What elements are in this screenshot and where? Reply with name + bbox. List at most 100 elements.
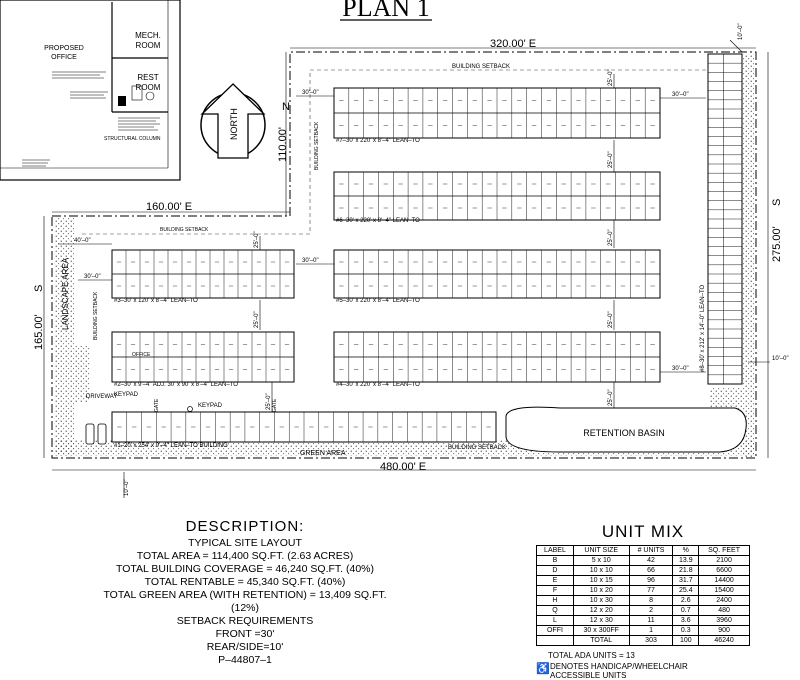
table-total-row: TOTAL 303 100 46240: [536, 635, 750, 646]
building-1-caption: #1–20' x 254' x 9'–4" LEAN–TO BUILDING: [114, 443, 228, 449]
proposed-office-label: OFFICE: [51, 54, 77, 61]
description-line: TOTAL AREA = 114,400 SQ.FT. (2.63 ACRES): [136, 550, 354, 562]
table-cell: 10 x 10: [572, 565, 630, 576]
table-cell: 6600: [698, 565, 750, 576]
site-plan-drawing: PLAN 1 PROPOSED OFFICE MECH. ROOM REST R…: [0, 0, 789, 498]
column-header: %: [672, 545, 700, 556]
building-setback-label: BUILDING SETBACK: [160, 227, 209, 233]
description-line: REAR/SIDE=10': [206, 641, 284, 653]
table-cell: 42: [628, 555, 674, 566]
proposed-office-label: PROPOSED: [44, 45, 84, 52]
unit-mix-block: UNIT MIX LABEL UNIT SIZE # UNITS % SQ. F…: [536, 522, 750, 680]
table-cell: 900: [698, 625, 750, 636]
table-cell: 3.6: [672, 615, 700, 626]
dimension-twentyfive: 25'–0": [254, 231, 260, 248]
building-setback-label: BUILDING SETBACK: [93, 291, 99, 340]
dimension-ten-bottom: 10'–0": [124, 479, 130, 496]
description-line: P–44807–1: [218, 654, 272, 666]
description-line: TOTAL RENTABLE = 45,340 SQ.FT. (40%): [144, 576, 346, 588]
table-cell: 77: [628, 585, 674, 596]
building-setback-label: BUILDING SETBACK: [314, 121, 320, 170]
table-cell: 14400: [698, 575, 750, 586]
rest-room-label: REST: [137, 73, 158, 82]
dimension-twentyfive: 25'–0": [608, 229, 614, 246]
north-label: NORTH: [229, 108, 239, 140]
table-cell: B: [536, 555, 574, 566]
north-arrow: NORTH: [200, 83, 266, 159]
table-cell: OFFI: [536, 625, 574, 636]
dimension-n-side: 110.00': [277, 127, 289, 162]
table-header-row: LABEL UNIT SIZE # UNITS % SQ. FEET: [536, 545, 750, 556]
table-cell: 12 x 30: [572, 615, 630, 626]
building-setback-label: BUILDING SETBACK: [448, 445, 506, 451]
unit-mix-footnotes: TOTAL ADA UNITS = 13 ♿ DENOTES HANDICAP/…: [536, 651, 750, 680]
building-5-grid: [333, 249, 661, 299]
dimension-top: 320.00' E: [490, 38, 536, 50]
table-cell: 2400: [698, 595, 750, 606]
mech-room-label: MECH.: [135, 31, 161, 40]
building-3-grid: [111, 249, 295, 299]
building-2-grid: [111, 331, 295, 383]
description-line: TYPICAL SITE LAYOUT: [188, 537, 302, 549]
dimension-thirty-r2: 30'–0": [672, 366, 689, 372]
description-line: TOTAL GREEN AREA (WITH RETENTION) = 13,4…: [103, 589, 387, 614]
table-cell: E: [536, 575, 574, 586]
dimension-forty: 40'–0": [74, 238, 91, 244]
dimension-thirty-right: 30'–0": [672, 92, 689, 98]
driveway-label: DRIVEWAY: [86, 394, 117, 400]
table-cell: 12 x 20: [572, 605, 630, 616]
property-line: [51, 51, 757, 459]
table-cell: Q: [536, 605, 574, 616]
table-cell: 1: [628, 625, 674, 636]
table-cell: D: [536, 565, 574, 576]
dimension-right-side: 275.00': [771, 226, 783, 262]
retention-basin-label: RETENTION BASIN: [583, 428, 665, 438]
dimension-twentyfive: 25'–0": [608, 69, 614, 86]
keypad-label: KEYPAD: [114, 392, 139, 398]
description-heading: DESCRIPTION:: [185, 518, 305, 535]
building-3-caption: #3–30' x 120' x 8'–4" LEAN–TO: [114, 298, 198, 304]
keypad-marker: [187, 406, 193, 412]
table-cell: 10 x 20: [572, 585, 630, 596]
column-header: # UNITS: [628, 545, 674, 556]
table-cell: 480: [698, 605, 750, 616]
dimension-twentyfive: 25'–0": [266, 393, 272, 410]
dimension-left-side: 165.00': [33, 314, 45, 350]
description-line: TOTAL BUILDING COVERAGE = 46,240 SQ.FT. …: [115, 563, 374, 575]
office-fine-notes: [22, 71, 160, 167]
keypad-label: KEYPAD: [198, 403, 223, 409]
table-cell: 2100: [698, 555, 750, 566]
table-cell: 0.3: [672, 625, 700, 636]
building-1-grid: [111, 411, 497, 443]
dimension-twentyfive: 25'–0": [608, 389, 614, 406]
table-cell: 10 x 30: [572, 595, 630, 606]
table-cell: 5 x 10: [572, 555, 630, 566]
dimension-n-letter: N: [282, 101, 290, 113]
description-line: FRONT =30': [215, 628, 275, 640]
table-cell: 31.7: [672, 575, 700, 586]
building-6-caption: #6–30' x 220' x 8'–4" LEAN–TO: [336, 218, 420, 224]
table-cell: 100: [672, 635, 700, 646]
building-2-caption: #2–30' x 9'–4" ADJ. 30' x 90' x 8'–4" LE…: [114, 382, 238, 388]
building-4-caption: #4–30' x 220' x 8'–4" LEAN–TO: [336, 382, 420, 388]
table-cell: 0.7: [672, 605, 700, 616]
table-cell: 21.8: [672, 565, 700, 576]
dimension-lines: [43, 39, 770, 498]
building-setback-label: BUILDING SETBACK: [452, 64, 510, 70]
dimension-thirty-top: 30'–0": [302, 90, 319, 96]
mech-room-label: ROOM: [136, 41, 161, 50]
table-cell: 2.6: [672, 595, 700, 606]
dimension-upper-left: 160.00' E: [146, 201, 192, 213]
building-5-caption: #5–30' x 220' x 8'–4" LEAN–TO: [336, 298, 420, 304]
dimension-s-left: S: [33, 285, 45, 292]
table-cell: 66: [628, 565, 674, 576]
building-7-caption: #7–30' x 220' x 8'–4" LEAN–TO: [336, 138, 420, 144]
retention-basin: [505, 406, 747, 453]
table-cell: 30 x 300FF: [572, 625, 630, 636]
storage-buildings: [111, 53, 743, 443]
structural-column-label: STRUCTURAL COLUMN: [104, 136, 161, 142]
